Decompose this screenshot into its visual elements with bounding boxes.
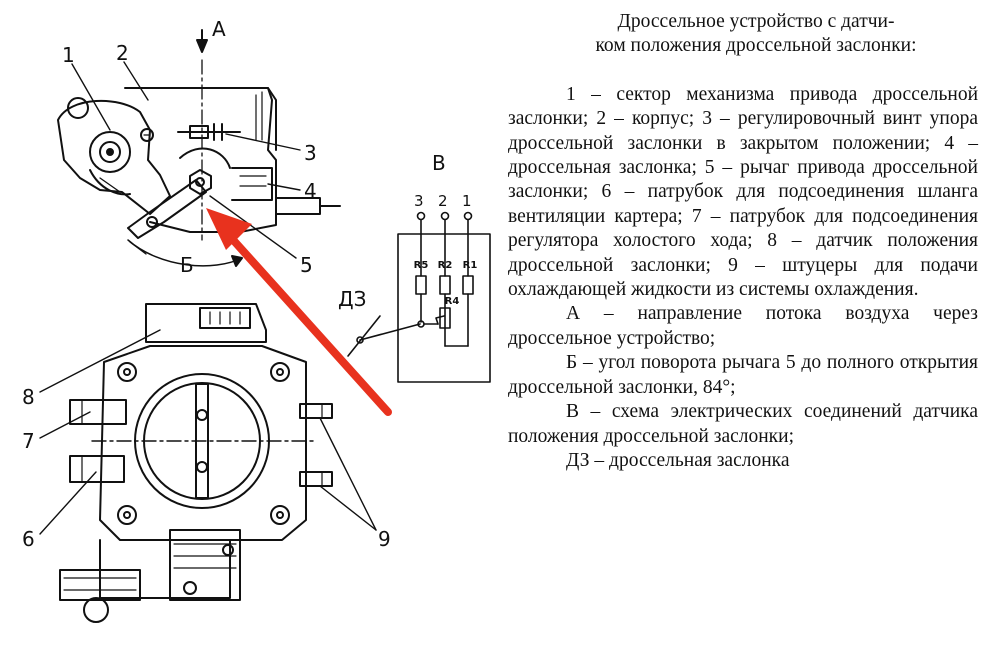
label-1: 1	[62, 43, 75, 67]
label-4: 4	[304, 179, 317, 203]
caption-title-line2: ком положения дроссельной заслонки:	[595, 35, 917, 57]
sensor-wiring-scheme	[347, 211, 491, 383]
red-pointer-arrow	[206, 208, 392, 416]
pin-3: 3	[414, 192, 424, 210]
figure-caption: Дроссельное устройство с датчи- ком поло…	[508, 10, 978, 473]
label-3: 3	[304, 141, 317, 165]
pin-2: 2	[438, 192, 448, 210]
label-9: 9	[378, 527, 391, 551]
bottom-view	[59, 303, 333, 623]
label-angle-b: Б	[180, 253, 194, 277]
top-view	[57, 29, 341, 267]
throttle-body-drawing: А 1 2 3 4 5 Б 8 7 6 9 В ДЗ 3 2 1 R5 R2 R…	[22, 17, 491, 623]
caption-note-b: Б – угол поворота рычага 5 до полного от…	[508, 352, 978, 398]
diagram-labels: А 1 2 3 4 5 Б 8 7 6 9 В ДЗ 3 2 1 R5 R2 R…	[22, 17, 477, 551]
caption-legend: 1 – сектор механизма привода дроссельной…	[508, 83, 978, 301]
label-2: 2	[116, 41, 129, 65]
resistor-r4: R4	[445, 296, 460, 307]
leader-lines-bottom	[39, 329, 377, 535]
label-scheme-v: В	[432, 151, 446, 175]
label-flow-a: А	[212, 17, 226, 41]
caption-note-dz: ДЗ – дроссельная заслонка	[566, 449, 790, 471]
leader-lines-top	[71, 61, 301, 259]
pin-1: 1	[462, 192, 472, 210]
label-6: 6	[22, 527, 35, 551]
label-5: 5	[300, 253, 313, 277]
label-dz: ДЗ	[338, 287, 366, 311]
caption-title: Дроссельное устройство с датчи- ком поло…	[508, 10, 978, 59]
label-8: 8	[22, 385, 35, 409]
resistor-r5: R5	[414, 260, 429, 271]
label-7: 7	[22, 429, 35, 453]
caption-note-a: А – направление потока воздуха через дро…	[508, 303, 978, 349]
caption-title-line1: Дроссельное устройство с датчи-	[617, 11, 895, 32]
resistor-r1: R1	[463, 260, 478, 271]
resistor-r2: R2	[438, 260, 453, 271]
caption-note-v: В – схема электрических соединений датчи…	[508, 401, 978, 447]
